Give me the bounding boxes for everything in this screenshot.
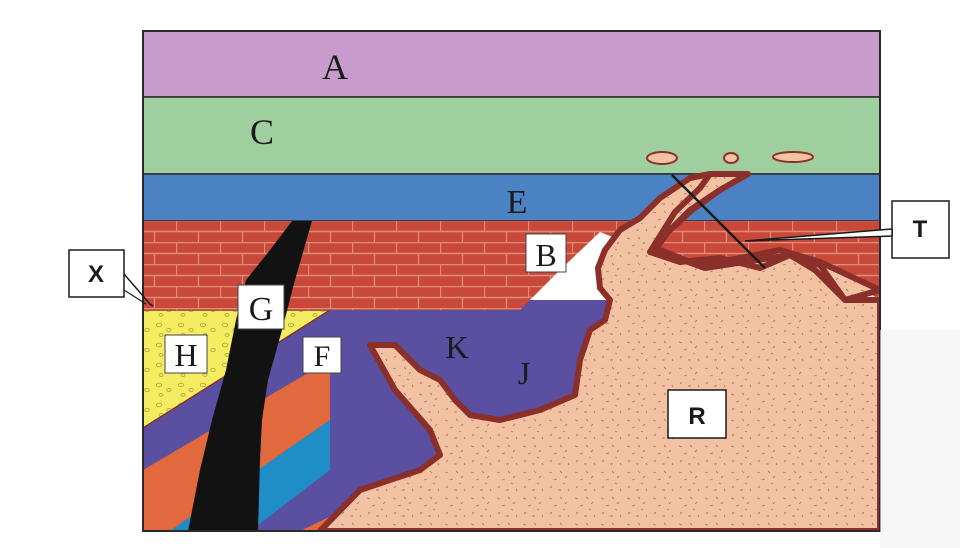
label-f-box (302, 336, 342, 374)
label-g: G (249, 291, 274, 328)
label-g-box (237, 284, 285, 330)
callout-r: R (688, 403, 705, 430)
layer-a (143, 31, 880, 98)
inclusion-pebble (772, 151, 814, 163)
callout-r-box (667, 389, 727, 439)
diagram-frame (142, 30, 881, 532)
label-j: J (518, 355, 530, 391)
intrusion-r (317, 171, 880, 531)
layer-b-brick (143, 221, 880, 310)
callout-t-box (891, 200, 950, 259)
callout-x-pointer (123, 273, 154, 307)
callout-t: T (913, 216, 928, 243)
layer-c (143, 96, 880, 175)
inclusion-pebble (646, 151, 678, 165)
label-a: A (322, 47, 348, 87)
layer-e (143, 173, 880, 222)
label-c: C (250, 112, 274, 152)
fault-line (671, 174, 766, 269)
label-b-box (525, 233, 567, 273)
label-k: K (445, 329, 468, 365)
label-e: E (507, 184, 528, 221)
callout-x-box (68, 249, 125, 298)
label-h-box (164, 334, 208, 374)
page-shadow-edge (880, 330, 960, 548)
inclusion-pebble (723, 152, 739, 164)
callout-t-pointer (744, 228, 893, 242)
label-f: F (314, 340, 331, 373)
callout-x: X (88, 261, 104, 288)
callout-x-pointer-inner (123, 289, 147, 305)
label-h: H (174, 337, 197, 373)
label-b: B (535, 237, 556, 273)
